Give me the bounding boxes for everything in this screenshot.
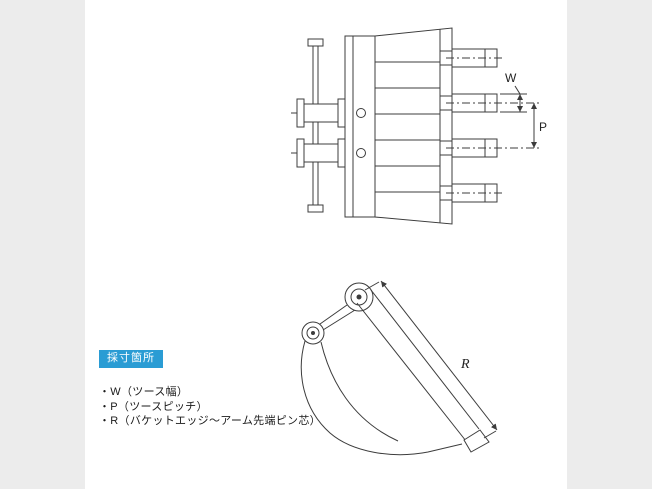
w-dimension-label: W: [505, 71, 517, 85]
bucket-plan-view: [291, 27, 540, 225]
p-dimension-label: P: [539, 120, 547, 134]
legend-item-p: ・P（ツースピッチ）: [99, 400, 208, 413]
legend-item-w: ・W（ツース幅）: [99, 386, 189, 398]
dimension-p: P: [531, 103, 547, 148]
bracket: [307, 38, 324, 213]
edge-tooth: [463, 429, 490, 453]
dimension-w: W: [500, 71, 527, 113]
bucket-teeth: [446, 48, 540, 203]
measure-badge: 採寸箇所: [99, 350, 163, 368]
upper-pin-boss: [344, 282, 374, 312]
back-plate: [344, 35, 376, 218]
lower-pin-boss: [301, 321, 325, 345]
bucket-profile: [300, 289, 490, 456]
dimension-r: R: [364, 280, 498, 439]
r-dimension-label: R: [460, 357, 470, 372]
hinge-cylinders: [291, 98, 352, 168]
legend: ・W（ツース幅） ・P（ツースピッチ） ・R（バケットエッジ〜アーム先端ピン芯）: [99, 385, 321, 429]
bucket-shell: [374, 27, 453, 225]
legend-item-r: ・R（バケットエッジ〜アーム先端ピン芯）: [99, 415, 321, 427]
